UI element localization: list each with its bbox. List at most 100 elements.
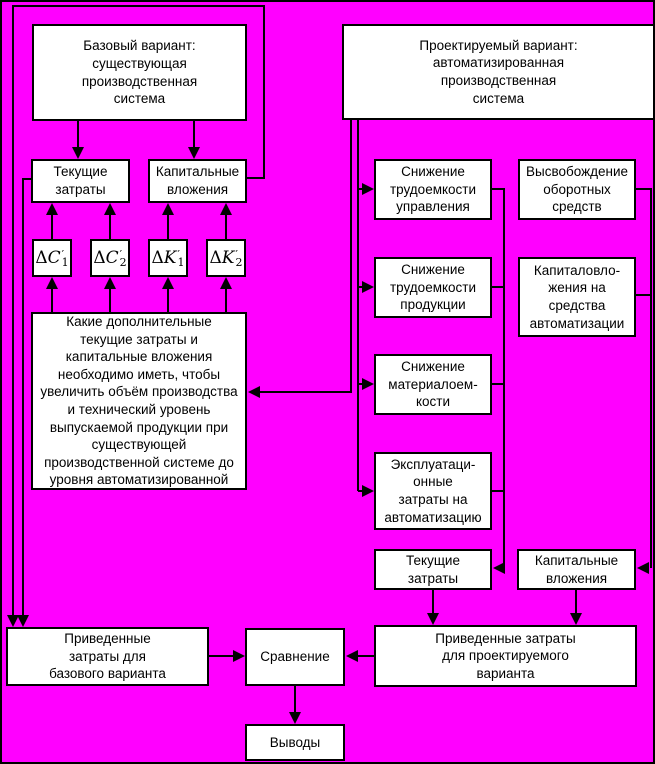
arrowhead-q-dc1 [46,277,58,289]
edge-dc2-up [109,214,111,239]
node-reduced-costs-proj-label: Приведенные затраты для проектируемого в… [435,630,576,681]
arrowhead-dc1-up [46,203,58,215]
delta-c1-symbol: ΔC [35,248,61,268]
edge-capauto-to-collector [636,294,652,296]
arrowhead-dk2-up [220,203,232,215]
arrowhead-dk1-up [162,203,174,215]
delta-c1-indices: ′1 [61,248,69,270]
node-reduce-mgmt-labor-label: Снижение трудоемкости управления [389,164,477,215]
edge-stub-operating [358,490,363,492]
arrowhead-q-dk1 [162,277,174,289]
node-proj-current-costs: Текущие затраты [374,549,492,590]
edge-proj-current-down [432,590,434,614]
node-projected-variant-label: Проектируемый вариант: автоматизированна… [419,37,578,106]
edge-proj-to-comparison [358,655,374,657]
node-base-variant: Базовый вариант: существующая производст… [32,24,247,121]
edge-q-dk2 [225,289,227,312]
node-proj-capital-investments-label: Капитальные вложения [534,552,619,586]
edge-proj-to-question-vertical [350,120,352,393]
delta-k1-symbol: ΔK [151,248,177,268]
node-release-working-capital: Высвобождение оборотных средств [518,159,636,220]
delta-k2-symbol: ΔK [209,248,235,268]
node-base-capital-investments-label: Капитальные вложения [155,164,240,197]
node-reduced-costs-proj: Приведенные затраты для проектируемого в… [374,625,637,687]
edge-stub-mgmt [358,188,363,190]
edge-release-to-collector [636,188,652,190]
arrowhead-proj-current-down [427,613,439,625]
node-reduce-material-intensity-label: Снижение материалоем- кости [388,359,478,410]
node-base-capital-investments: Капитальные вложения [148,159,247,203]
edge-q-dk1 [167,289,169,312]
node-reduce-mgmt-labor: Снижение трудоемкости управления [374,159,492,220]
edge-base-to-comparison [209,655,234,657]
node-question-label: Какие дополнительные текущие затраты и к… [40,314,238,488]
edge-base-to-capital [193,121,195,149]
node-question: Какие дополнительные текущие затраты и к… [31,312,247,490]
arrowhead-into-mgmt-labor [362,183,374,195]
edge-mid-collector-vertical [503,188,505,568]
node-capital-for-automation: Капиталовло- жения на средства автоматиз… [518,257,636,337]
arrowhead-into-reduced-base-1 [7,615,19,627]
node-conclusions-label: Выводы [269,734,321,750]
arrowhead-base-to-capital [188,147,200,159]
arrowhead-into-question [248,386,260,398]
edge-current-base-vertical [22,178,24,616]
arrowhead-q-dc2 [104,277,116,289]
node-capital-for-automation-label: Капиталовло- жения на средства автоматиз… [529,262,625,331]
edge-proj-capital-down [575,590,577,614]
edge-proj-effects-vertical [357,120,359,491]
delta-k2-indices: ′2 [235,248,243,270]
edge-dk2-up [225,214,227,239]
edge-product-to-collector [492,286,505,288]
edge-loop-to-capital-base [247,177,264,179]
arrowhead-dc2-up [104,203,116,215]
arrowhead-into-reduced-base-2 [17,615,29,627]
edge-loop-right-vertical [263,5,265,179]
edge-mgmt-to-collector [492,188,505,190]
delta-k1-indices: ′1 [177,248,185,270]
arrowhead-into-material [362,378,374,390]
edge-dc1-up [51,214,53,239]
edge-dk1-up [167,214,169,239]
edge-loop-left-vertical [12,5,14,616]
node-proj-current-costs-label: Текущие затраты [406,552,460,586]
edge-current-base-stub [22,178,32,180]
arrowhead-proj-capital-down [570,613,582,625]
node-release-working-capital-label: Высвобождение оборотных средств [526,164,628,215]
arrowhead-base-to-current [72,147,84,159]
node-operating-costs-automation-label: Эксплуатаци- онные затраты на автоматиза… [384,456,482,525]
edge-q-dc2 [109,289,111,312]
arrowhead-into-proj-current [493,562,505,574]
node-base-current-costs: Текущие затраты [31,159,130,203]
edge-right-collector-vertical [650,188,652,568]
node-comparison: Сравнение [245,628,345,686]
node-delta-k2: ΔK′2 [206,239,246,277]
delta-c2-indices: ′2 [119,248,127,270]
arrowhead-into-comparison-left [233,650,245,662]
edge-comparison-down [294,686,296,713]
node-comparison-label: Сравнение [260,649,330,665]
delta-c2-symbol: ΔC [93,248,119,268]
arrowhead-q-dk2 [220,277,232,289]
node-conclusions: Выводы [245,724,345,761]
node-delta-c1: ΔC′1 [32,239,72,277]
edge-q-dc1 [51,289,53,312]
edge-material-to-collector [492,383,505,385]
node-base-current-costs-label: Текущие затраты [53,164,108,197]
arrowhead-into-conclusions [289,712,301,724]
edge-base-to-current [77,121,79,149]
arrowhead-into-operating [362,485,374,497]
node-operating-costs-automation: Эксплуатаци- онные затраты на автоматиза… [374,452,492,530]
edge-operating-to-collector [492,490,505,492]
edge-stub-material [358,383,363,385]
node-delta-k1: ΔK′1 [148,239,188,277]
node-delta-c2: ΔC′2 [90,239,130,277]
node-reduced-costs-base: Приведенные затраты для базового вариант… [6,627,209,686]
edge-stub-product [358,286,363,288]
node-reduce-product-labor-label: Снижение трудоемкости продукции [389,262,477,313]
node-reduced-costs-base-label: Приведенные затраты для базового вариант… [49,631,166,682]
edge-loop-top [12,5,265,7]
node-reduce-product-labor: Снижение трудоемкости продукции [374,257,492,318]
node-reduce-material-intensity: Снижение материалоем- кости [374,354,492,415]
